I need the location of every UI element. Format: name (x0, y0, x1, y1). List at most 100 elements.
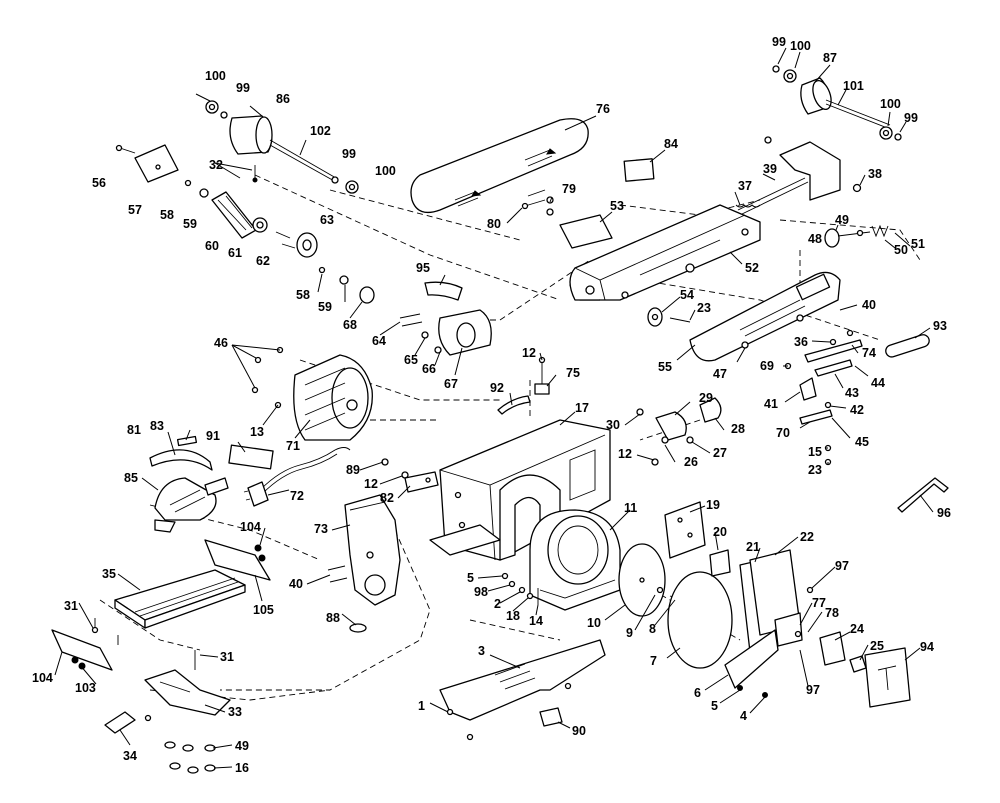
label-84 (623, 158, 655, 182)
callout-4: 4 (740, 709, 747, 723)
callout-23: 23 (697, 301, 711, 315)
wrench-96 (897, 477, 949, 513)
callout-56: 56 (92, 176, 106, 190)
callout-17: 17 (575, 401, 589, 415)
callout-21: 21 (746, 540, 760, 554)
callout-66: 66 (422, 362, 436, 376)
pad-93 (885, 334, 930, 358)
callout-49: 49 (835, 213, 849, 227)
callout-45: 45 (855, 435, 869, 449)
callout-55: 55 (658, 360, 672, 374)
callout-64: 64 (372, 334, 386, 348)
callout-85: 85 (124, 471, 138, 485)
callout-99: 99 (772, 35, 786, 49)
callout-65: 65 (404, 353, 418, 367)
callout-20: 20 (713, 525, 727, 539)
callout-3: 3 (478, 644, 485, 658)
callout-100: 100 (880, 97, 901, 111)
callout-83: 83 (150, 419, 164, 433)
callout-50: 50 (894, 243, 908, 257)
gauge-85 (154, 477, 217, 521)
callout-103: 103 (75, 681, 96, 695)
callout-29: 29 (699, 391, 713, 405)
callout-10: 10 (587, 616, 601, 630)
guard-73 (327, 494, 401, 633)
bracket-103 (51, 629, 113, 671)
callout-100: 100 (375, 164, 396, 178)
callout-87: 87 (823, 51, 837, 65)
callout-80: 80 (487, 217, 501, 231)
linkage-parts (784, 329, 863, 466)
callout-53: 53 (610, 199, 624, 213)
callout-100: 100 (205, 69, 226, 83)
screw-58 (184, 179, 192, 187)
right-drum-assembly (772, 65, 902, 141)
callout-2: 2 (494, 597, 501, 611)
callout-97: 97 (835, 559, 849, 573)
callout-47: 47 (713, 367, 727, 381)
disc-housing-11 (501, 509, 621, 611)
cord-parts (228, 444, 351, 507)
callout-1: 1 (418, 699, 425, 713)
callout-7: 7 (650, 654, 657, 668)
callout-52: 52 (745, 261, 759, 275)
callout-99: 99 (904, 111, 918, 125)
label-91 (228, 444, 274, 470)
left-drum-assembly (205, 100, 359, 194)
motor-71 (251, 346, 373, 441)
washer-99-shaft (331, 176, 339, 184)
callout-49: 49 (235, 739, 249, 753)
label-90 (539, 707, 563, 727)
callout-58: 58 (160, 208, 174, 222)
callout-94: 94 (920, 640, 934, 654)
callout-15: 15 (808, 445, 822, 459)
miter-slide (104, 650, 231, 774)
pulley-parts (115, 144, 318, 258)
plug-72 (247, 481, 269, 507)
cover-plate-57 (134, 144, 179, 183)
callout-48: 48 (808, 232, 822, 246)
switch-24 (819, 631, 846, 666)
terminal-parts (381, 458, 439, 493)
washer-99-left (220, 111, 228, 119)
callout-51: 51 (911, 237, 925, 251)
callout-42: 42 (850, 403, 864, 417)
callout-23: 23 (808, 463, 822, 477)
platen-53 (559, 214, 613, 249)
callout-91: 91 (206, 429, 220, 443)
strain-relief-92 (497, 395, 531, 415)
callout-84: 84 (664, 137, 678, 151)
callout-57: 57 (128, 203, 142, 217)
switch-20 (709, 549, 731, 577)
callout-43: 43 (845, 386, 859, 400)
box-19 (664, 501, 706, 559)
callout-18: 18 (506, 609, 520, 623)
callout-63: 63 (320, 213, 334, 227)
clamp-parts (636, 397, 722, 466)
washer-88 (349, 623, 367, 633)
callout-67: 67 (444, 377, 458, 391)
washer-99 (772, 65, 780, 73)
key-25 (849, 655, 867, 673)
callout-95: 95 (416, 261, 430, 275)
callout-73: 73 (314, 522, 328, 536)
callout-40: 40 (862, 298, 876, 312)
platen-hardware (521, 189, 613, 249)
link-74 (804, 339, 863, 363)
callout-89: 89 (346, 463, 360, 477)
knob-28 (699, 397, 722, 423)
callout-12: 12 (522, 346, 536, 360)
callout-78: 78 (825, 606, 839, 620)
pulley-68 (359, 286, 375, 304)
bracket-105 (204, 539, 271, 581)
slide-33 (144, 669, 231, 716)
clamp-29 (655, 411, 687, 441)
bottom-plate-3 (439, 639, 606, 741)
callout-60: 60 (205, 239, 219, 253)
callout-59: 59 (183, 217, 197, 231)
callout-102: 102 (310, 124, 331, 138)
callout-90: 90 (572, 724, 586, 738)
spring-50 (871, 224, 889, 238)
pad-6 (724, 629, 779, 698)
callout-72: 72 (290, 489, 304, 503)
